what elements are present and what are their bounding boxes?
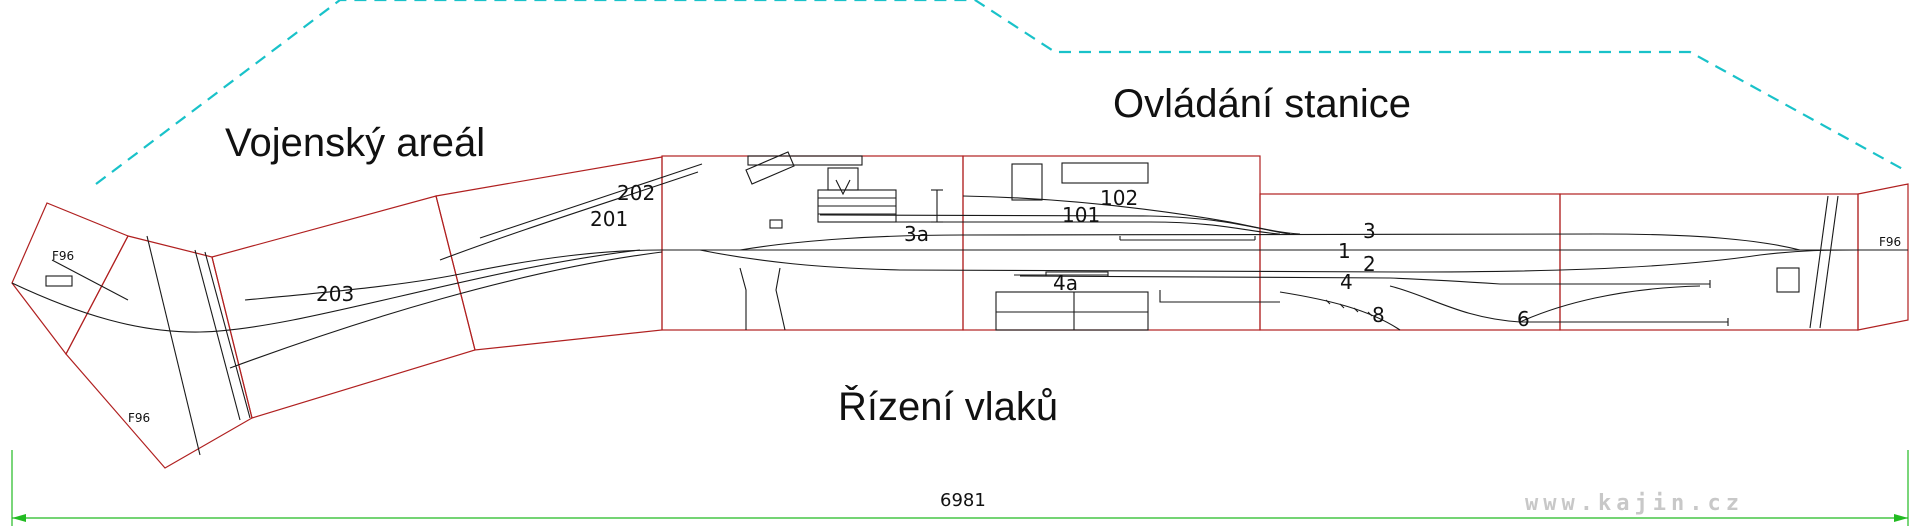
label-track-1: 1 (1338, 239, 1351, 263)
label-track-4: 4 (1340, 270, 1353, 294)
dimension-arrow-left (12, 514, 26, 522)
label-track-102: 102 (1100, 186, 1138, 210)
module-left-straight-1 (211, 195, 476, 419)
crossing-bar-3 (204, 251, 251, 419)
right-building (1776, 267, 1800, 293)
region-train-control: Řízení vlaků (838, 384, 1058, 429)
module-label-left-top: F96 (52, 249, 74, 263)
region-military-area: Vojenský areál (225, 121, 485, 165)
left-crossing-bars (45, 235, 251, 456)
label-track-3: 3 (1363, 219, 1376, 243)
tracks (11, 163, 1908, 369)
module-label-right: F96 (1879, 235, 1901, 249)
label-track-4a: 4a (1053, 271, 1078, 295)
main-line-left (11, 249, 641, 333)
module-left-curve (65, 235, 253, 469)
region-station-control: Ovládání stanice (1113, 82, 1411, 126)
module-label-left-bottom: F96 (128, 411, 150, 425)
track-6-branch (1519, 285, 1701, 323)
line-203-lower (229, 251, 663, 369)
label-track-203: 203 (316, 282, 354, 306)
track-102 (962, 195, 1301, 235)
dimension-total-length: 6981 (940, 490, 986, 511)
module-station-4 (1559, 193, 1859, 331)
module-split-line (51, 259, 129, 301)
dimension-line: 6981 (11, 450, 1909, 526)
building-arrow-box (827, 167, 859, 191)
yard-line-b (775, 267, 786, 331)
module-right-end (1857, 183, 1909, 331)
track-3 (739, 233, 1801, 251)
label-track-201: 201 (590, 207, 628, 231)
building-arrow (835, 179, 851, 196)
label-track-3a: 3a (904, 222, 929, 246)
module-station-2 (962, 155, 1261, 331)
track-101 (819, 214, 1291, 235)
boundary-dashed-line (95, 0, 1909, 185)
module-station-3 (1259, 193, 1561, 331)
label-track-2: 2 (1363, 252, 1376, 276)
track-202 (479, 163, 703, 239)
module-badge-box (45, 275, 73, 287)
right-bar-1 (1809, 195, 1829, 329)
crossing-bar-1 (146, 235, 201, 456)
yard-line-a (739, 267, 747, 330)
track-3a (820, 221, 1281, 235)
module-left-end (11, 202, 129, 356)
label-track-101: 101 (1062, 203, 1100, 227)
building-top-strip (747, 155, 863, 166)
track-8 (1279, 291, 1401, 331)
right-crossing-bars (1776, 195, 1839, 329)
track-6 (1389, 285, 1728, 323)
track-labels: 203 201 202 3a 101 102 4a 3 1 2 4 8 6 (316, 181, 1530, 331)
crossing-bar-2 (194, 249, 241, 421)
label-track-6: 6 (1517, 307, 1530, 331)
station-buildings (745, 151, 1256, 331)
building-square (1011, 163, 1043, 201)
track-4 (1019, 275, 1710, 285)
right-bar-2 (1819, 195, 1839, 329)
track-203 (244, 249, 663, 301)
track-8-ties (1325, 299, 1373, 317)
track-2 (699, 249, 1859, 273)
small-box (769, 219, 783, 229)
building-lower (995, 291, 1149, 331)
track-201 (439, 171, 699, 261)
dimension-arrow-right (1894, 514, 1908, 522)
watermark-text: www.kajin.cz (1525, 491, 1744, 516)
building-rect (1061, 162, 1149, 184)
platform-4a (1045, 271, 1109, 276)
label-track-8: 8 (1372, 303, 1385, 327)
building-angled (745, 151, 795, 185)
siding-1020 (1159, 290, 1280, 303)
label-track-202: 202 (617, 181, 655, 205)
